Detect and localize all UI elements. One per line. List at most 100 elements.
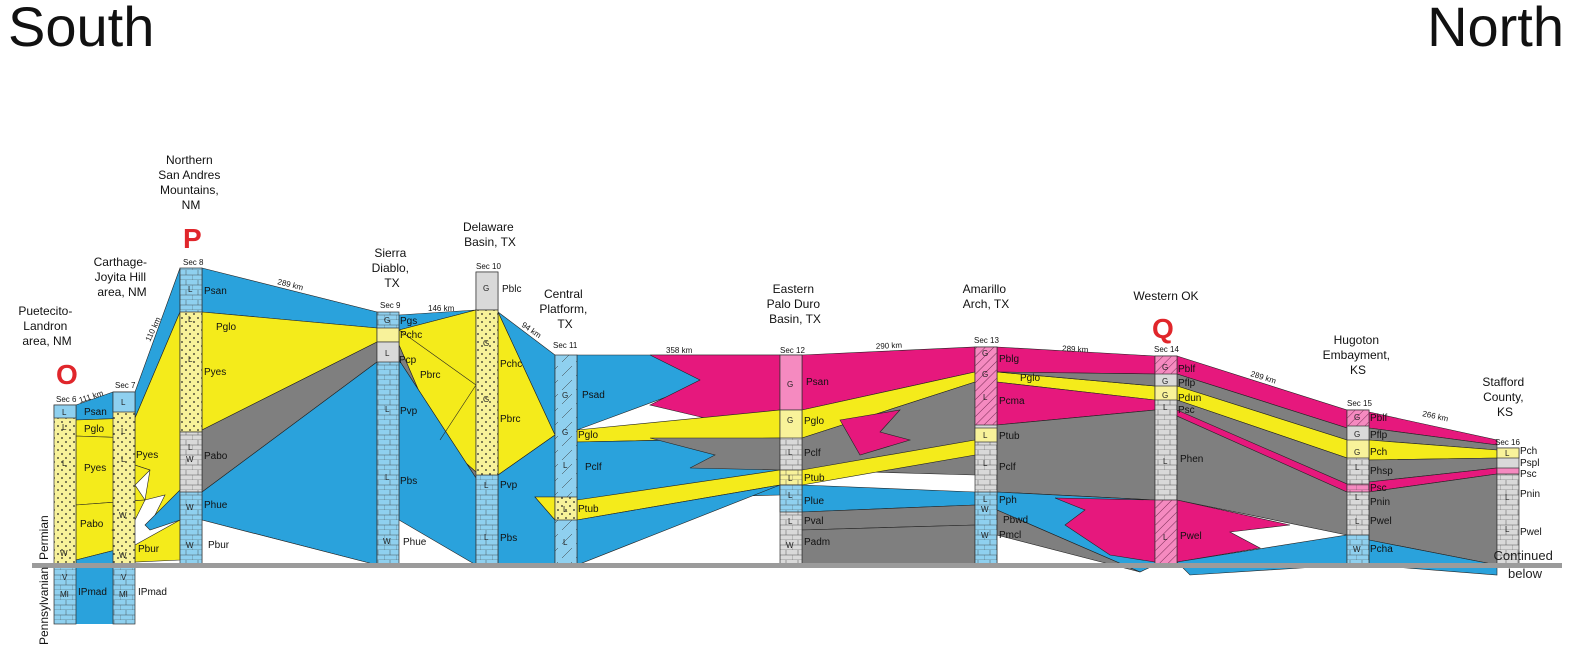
svg-text:G: G [787, 380, 793, 389]
unit-label: Pabo [204, 451, 228, 462]
location-sec13: Amarillo Arch, TX [963, 282, 1010, 311]
svg-text:W: W [1353, 545, 1361, 554]
svg-text:W: W [786, 541, 794, 550]
unit-label: Phen [1180, 454, 1203, 465]
band-gray-pclf-11-12 [649, 437, 781, 471]
unit-label: Pglo [1020, 373, 1040, 384]
svg-text:G: G [562, 391, 568, 400]
marker-o: O [56, 359, 78, 390]
unit-label: Pbs [400, 476, 417, 487]
svg-text:W: W [119, 511, 127, 520]
unit-label: Psc [1520, 469, 1537, 480]
location-sec14: Western OK [1133, 289, 1198, 303]
distance-label: 289 km [1062, 344, 1089, 354]
unit-label: Pnin [1370, 497, 1390, 508]
svg-text:L: L [1163, 533, 1168, 542]
svg-text:L: L [563, 505, 568, 514]
unit-label: Pbs [500, 533, 517, 544]
sec-label: Sec 6 [56, 395, 77, 404]
unit-label: Ptub [999, 431, 1020, 442]
svg-text:G: G [483, 284, 489, 293]
columns [53, 267, 1520, 625]
unit-label: Pyes [204, 367, 226, 378]
penn-fill [76, 566, 113, 624]
svg-text:W: W [383, 537, 391, 546]
unit-label: Pblg [999, 354, 1019, 365]
location-sec16: Stafford County, KS [1482, 375, 1527, 419]
unit-label: Psan [84, 407, 107, 418]
unit-label: Pwel [1180, 531, 1202, 542]
unit-label: Pglo [84, 424, 104, 435]
svg-text:L: L [121, 455, 126, 464]
svg-text:L: L [484, 481, 489, 490]
svg-text:L: L [385, 405, 390, 414]
column-sec16 [1496, 447, 1520, 566]
svg-text:L: L [385, 349, 390, 358]
svg-text:G: G [1354, 448, 1360, 457]
unit-label: Pch [1370, 447, 1387, 458]
period-permian: Permian [37, 515, 51, 560]
unit-label: Pbur [208, 540, 230, 551]
unit-label: Pclf [585, 462, 602, 473]
continued-note: Continued below [1494, 548, 1557, 581]
unit-label: Pblf [1178, 364, 1195, 375]
period-pennsylvanian: Pennsylvanian [37, 567, 51, 645]
location-sec12: Eastern Palo Duro Basin, TX [767, 282, 824, 326]
svg-text:L: L [563, 461, 568, 470]
unit-label: IPmad [78, 587, 107, 598]
band-magenta-tongue-12-13 [839, 409, 912, 456]
column-sec7 [112, 391, 136, 625]
unit-label: Pcp [399, 355, 417, 366]
sec-label: Sec 10 [476, 262, 501, 271]
unit-label: Pbur [138, 544, 160, 555]
svg-text:W: W [119, 551, 127, 560]
svg-text:L: L [788, 517, 793, 526]
south-title: South [8, 0, 155, 58]
svg-text:G: G [982, 349, 988, 358]
sec-label: Sec 14 [1154, 345, 1179, 354]
svg-text:L: L [983, 393, 988, 402]
svg-text:W: W [60, 549, 68, 558]
unit-label: Pchc [500, 359, 522, 370]
unit-label: IPmad [138, 587, 167, 598]
unit-label: Pmcl [999, 530, 1021, 541]
svg-text:L: L [62, 408, 67, 417]
svg-text:G: G [982, 370, 988, 379]
svg-text:V: V [121, 573, 127, 582]
unit-label: Plue [804, 496, 824, 507]
svg-text:G: G [483, 339, 489, 348]
svg-text:L: L [983, 459, 988, 468]
unit-label: Pclf [804, 448, 821, 459]
column-sec8 [179, 267, 203, 566]
sec-label: Sec 8 [183, 258, 204, 267]
svg-text:G: G [562, 428, 568, 437]
svg-text:L: L [1355, 493, 1360, 502]
unit-label: Psan [204, 286, 227, 297]
sec-label: Sec 16 [1495, 438, 1520, 447]
unit-label: Psc [1178, 405, 1195, 416]
unit-label: Pglo [578, 430, 598, 441]
marker-p: P [183, 223, 202, 254]
column-sec10 [475, 271, 499, 566]
svg-text:L: L [484, 533, 489, 542]
sec-label: Sec 9 [380, 301, 401, 310]
svg-text:G: G [1162, 377, 1168, 386]
distance-label: 146 km [428, 304, 455, 313]
unit-label: Pnin [1520, 489, 1540, 500]
unit-label: Pyes [136, 450, 158, 461]
sec-label: Sec 13 [974, 336, 999, 345]
unit-label: Pflp [1370, 430, 1388, 441]
unit-label: Pglo [216, 322, 236, 333]
unit-label: Pchc [400, 330, 422, 341]
svg-text:L: L [1163, 403, 1168, 412]
unit-label: Pwel [1520, 527, 1542, 538]
svg-text:L: L [188, 443, 193, 452]
svg-text:L: L [385, 473, 390, 482]
sec-label: Sec 15 [1347, 399, 1372, 408]
svg-text:G: G [787, 416, 793, 425]
svg-text:G: G [1354, 430, 1360, 439]
unit-label: Psad [582, 390, 605, 401]
unit-label: Phue [403, 537, 427, 548]
unit-label: Pph [999, 495, 1017, 506]
